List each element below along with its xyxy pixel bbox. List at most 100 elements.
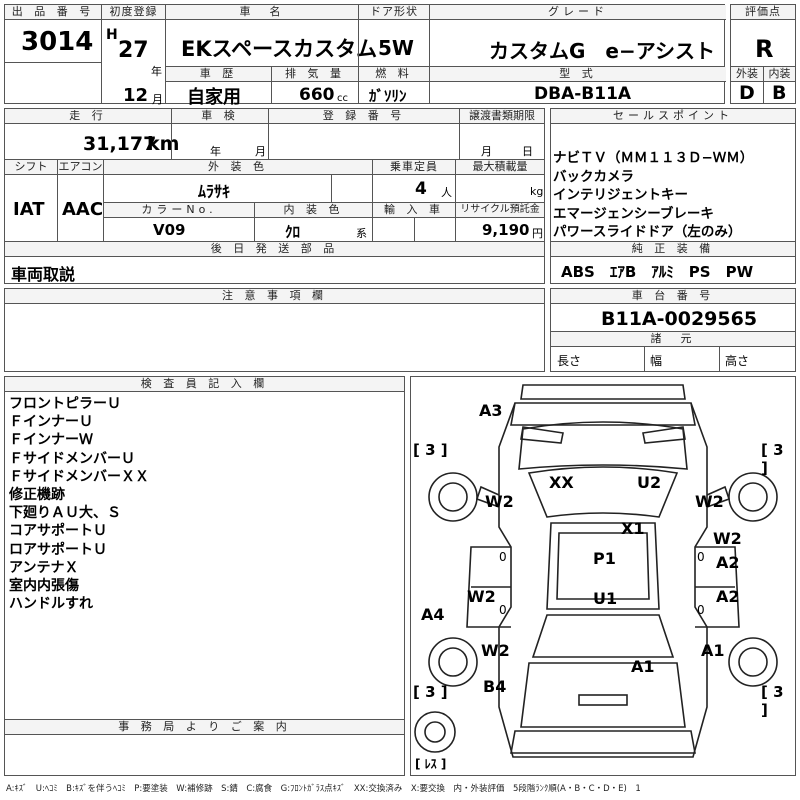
damage-diagram: A3 XX U2 W2 W2 X1 W2 A2 P1 W2 A2 U1 A4 W… bbox=[410, 376, 796, 776]
reg-year: 27 bbox=[118, 38, 149, 63]
chassis-block: 車 台 番 号 B11A-0029565 諸 元 長さ 幅 高さ bbox=[550, 288, 796, 372]
tire-front-left: [ 3 ] bbox=[413, 441, 448, 459]
int-score: B bbox=[772, 82, 787, 104]
office-label: 事 務 局 よ り ご 案 内 bbox=[5, 720, 404, 735]
zero-right-2: 0 bbox=[697, 603, 705, 617]
chassis-label: 車 台 番 号 bbox=[551, 289, 795, 304]
code-w2-right: W2 bbox=[695, 492, 724, 511]
code-w2-right2: W2 bbox=[713, 529, 742, 548]
inspector-line: ＦサイドメンバーＵ bbox=[9, 450, 135, 467]
reg-month: 12 bbox=[123, 85, 149, 106]
later-parts: 車両取説 bbox=[11, 265, 76, 284]
code-p1: P1 bbox=[593, 549, 616, 568]
inspection-year: 年 bbox=[210, 145, 221, 158]
name-label: 車 名 bbox=[166, 5, 358, 20]
inspector-line: 下廻りＡＵ大、Ｓ bbox=[9, 505, 121, 522]
shift: IAT bbox=[13, 199, 45, 220]
inspector-line: ＦインナーＷ bbox=[9, 432, 93, 449]
transfer-day: 日 bbox=[522, 145, 533, 158]
inspector-line: 室内内張傷 bbox=[9, 578, 79, 595]
detail-block: 走 行 31,177 km 車 検 年 月 登 録 番 号 譲渡書類期限 月 日… bbox=[4, 108, 545, 284]
capacity-unit: 人 bbox=[441, 186, 452, 199]
fuel-label: 燃 料 bbox=[359, 67, 429, 82]
sales-item: ナビＴＶ（ＭＭ１１３Ｄ−ＷＭ） bbox=[553, 150, 754, 166]
sales-item: インテリジェントキー bbox=[553, 187, 688, 203]
notes-block: 注 意 事 項 欄 bbox=[4, 288, 545, 372]
door-label: ドア形状 bbox=[359, 5, 429, 20]
score: R bbox=[755, 35, 774, 63]
code-a1: A1 bbox=[631, 657, 655, 676]
code-u1: U1 bbox=[593, 589, 618, 608]
first-reg-label: 初度登録 bbox=[102, 5, 165, 20]
code-a2-right2: A2 bbox=[716, 587, 740, 606]
spec-length: 長さ bbox=[557, 354, 582, 368]
displacement: 660 bbox=[299, 85, 335, 105]
tire-front-right: [ 3 ] bbox=[761, 441, 784, 477]
recycle-label: リサイクル預託金 bbox=[456, 203, 544, 218]
grade: カスタムG e−アシスト bbox=[489, 39, 715, 63]
code-a1-right: A1 bbox=[701, 641, 725, 660]
tire-rear-left: [ 3 ] bbox=[413, 683, 448, 701]
shift-label: シフト bbox=[5, 160, 57, 175]
int-label: 内装 bbox=[764, 67, 795, 82]
reg-month-unit: 月 bbox=[152, 93, 163, 106]
displacement-unit: cc bbox=[337, 93, 348, 104]
spec-label: 諸 元 bbox=[551, 332, 795, 347]
header-block: 出 品 番 号 3014 初度登録 H 27 年 車 名 EKスペースカスタム … bbox=[4, 4, 726, 108]
intcolor-label: 内 装 色 bbox=[255, 203, 372, 218]
sales-list: ナビＴＶ（ＭＭ１１３Ｄ−ＷＭ） バックカメラインテリジェントキーエマージェンシーブ… bbox=[553, 149, 753, 242]
ext-score: D bbox=[739, 82, 755, 104]
inspector-line: ロアサポートＵ bbox=[9, 541, 107, 558]
code-u2: U2 bbox=[637, 473, 662, 492]
sales-block: セールスポイント ナビＴＶ（ＭＭ１１３Ｄ−ＷＭ）バックカメラインテリジェントキー… bbox=[550, 108, 796, 284]
equipment: ABS ｴｱB ｱﾙﾐ PS PW bbox=[561, 263, 754, 281]
legend: A:ｷｽﾞ U:ﾍｺﾐ B:ｷｽﾞを伴うﾍｺﾐ P:要塗装 W:補修跡 S:錆 … bbox=[6, 784, 641, 794]
sales-item: パワースライドドア（左のみ） bbox=[553, 224, 742, 240]
mileage: 31,177 bbox=[83, 133, 157, 155]
zero-right: 0 bbox=[697, 550, 705, 564]
score-block: 評価点 R 外装 内装 D B bbox=[730, 4, 796, 104]
regno-label: 登 録 番 号 bbox=[269, 109, 459, 124]
code-a2-right: A2 bbox=[716, 553, 740, 572]
capacity: 4 bbox=[415, 179, 427, 199]
colorno-label: カラーNo. bbox=[104, 203, 254, 218]
notes-label: 注 意 事 項 欄 bbox=[5, 289, 544, 304]
model-label: 型 式 bbox=[430, 67, 726, 82]
spec-height: 高さ bbox=[725, 354, 750, 368]
history-label: 車 歴 bbox=[166, 67, 271, 82]
load-unit: kg bbox=[530, 185, 544, 198]
sales-item: エマージェンシーブレーキ bbox=[553, 205, 714, 222]
history: 自家用 bbox=[187, 87, 241, 108]
ac: AAC bbox=[62, 199, 104, 220]
color-label: 外 装 色 bbox=[104, 160, 372, 175]
code-w2-mid: W2 bbox=[467, 587, 496, 606]
inspector-line: アンテナＸ bbox=[9, 559, 79, 576]
intcolor: ｸﾛ bbox=[285, 223, 301, 241]
code-a4: A4 bbox=[421, 605, 445, 624]
lot-number: 3014 bbox=[21, 27, 94, 57]
ac-label: エアコン bbox=[58, 160, 103, 175]
inspector-line: コアサポートＵ bbox=[9, 523, 107, 540]
reg-year-unit: 年 bbox=[151, 65, 162, 78]
recycle: 9,190 bbox=[482, 221, 530, 239]
later-label: 後 日 発 送 部 品 bbox=[5, 242, 544, 257]
inspection-month: 月 bbox=[255, 145, 266, 158]
door-type: 5W bbox=[378, 36, 414, 60]
displacement-label: 排 気 量 bbox=[272, 67, 358, 82]
inspector-label: 検 査 員 記 入 欄 bbox=[5, 377, 404, 392]
car-name: EKスペースカスタム bbox=[181, 37, 378, 61]
colorno: V09 bbox=[153, 221, 186, 239]
spec-width: 幅 bbox=[650, 354, 663, 368]
inspector-line: ハンドルすれ bbox=[9, 596, 93, 613]
code-xx: XX bbox=[549, 473, 574, 492]
fuel: ｶﾞｿﾘﾝ bbox=[369, 87, 407, 105]
capacity-label: 乗車定員 bbox=[373, 160, 455, 175]
sales-item: バックカメラ bbox=[553, 168, 634, 185]
inspector-line: フロントピラーＵ bbox=[9, 396, 121, 412]
code-w2-lower: W2 bbox=[481, 641, 510, 660]
mileage-label: 走 行 bbox=[5, 109, 171, 124]
equipment-label: 純 正 装 備 bbox=[551, 242, 795, 257]
mileage-unit: km bbox=[147, 133, 180, 155]
